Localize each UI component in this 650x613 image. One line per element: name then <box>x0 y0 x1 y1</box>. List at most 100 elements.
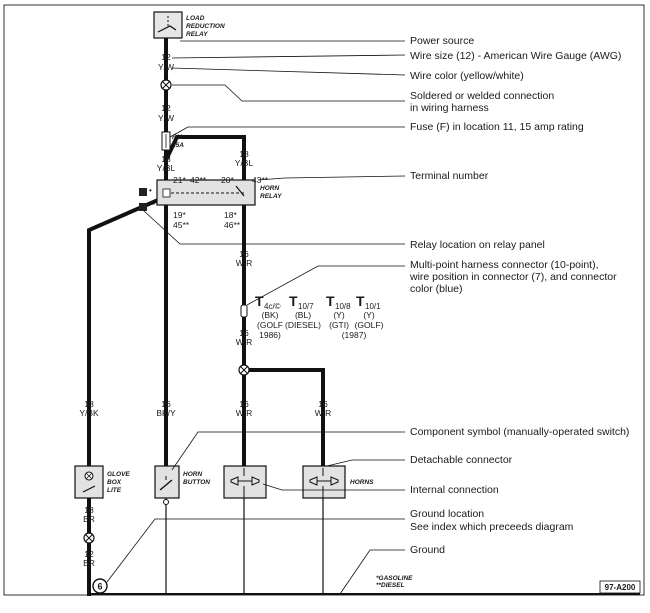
callout-power-source: Power source <box>410 35 474 47</box>
wire-label-size: 18 <box>84 505 94 515</box>
connector-sub: 10/7 <box>298 302 314 311</box>
callout-ground: Ground <box>410 544 445 556</box>
horn-button-label-2: BUTTON <box>183 479 210 486</box>
terminal-42: 42** <box>190 175 207 185</box>
wire-label-size: 16 <box>239 399 249 409</box>
callout-relay-location: Relay location on relay panel <box>410 239 545 251</box>
wire-label-color: W/R <box>315 408 332 418</box>
wire-label-size: 16 <box>239 249 249 259</box>
horn2-wire <box>242 368 325 467</box>
fuse-symbol: F11- 15A <box>161 131 185 151</box>
load-reduction-relay: LOAD REDUCTION RELAY <box>153 11 225 39</box>
wire-label-size: 18 <box>161 154 171 164</box>
legend: *GASOLINE **DIESEL <box>376 575 413 589</box>
splice-symbol <box>160 79 172 91</box>
wire-label-size: 12 <box>84 549 94 559</box>
connector-main: T <box>255 293 264 309</box>
callout-multipoint: color (blue) <box>410 283 463 295</box>
wire-label-color: Y/BL <box>235 158 254 168</box>
callout-internal: Internal connection <box>410 484 499 496</box>
callout-detachable: Detachable connector <box>410 454 513 466</box>
callout-soldered: in wiring harness <box>410 102 489 114</box>
wire-label-size: 12 <box>161 52 171 62</box>
connector-note: (GTI) <box>329 320 349 330</box>
glove-box-label-2: BOX <box>107 479 122 486</box>
horn-relay-label-1: HORN <box>260 185 279 192</box>
connector-color: (BL) <box>295 310 311 320</box>
horn-button: HORN BUTTON <box>154 465 210 505</box>
connector-main: T <box>326 293 335 309</box>
wire-label-size: 18 <box>84 399 94 409</box>
wire-label-color: W/R <box>236 258 253 268</box>
terminal-45: 45** <box>173 220 190 230</box>
connector-t10-7: T 10/7 (BL) (DIESEL) <box>285 293 321 330</box>
connector-t10-1: T 10/1 (Y) (GOLF) <box>355 293 384 330</box>
callout-wire-size: Wire size (12) - American Wire Gauge (AW… <box>410 50 621 62</box>
ground-location-symbol: 6 <box>92 578 108 594</box>
connector-color: (Y) <box>333 310 345 320</box>
connector-sub: 10/1 <box>365 302 381 311</box>
wire-label-size: 18 <box>239 149 249 159</box>
wire-label-color: BK/Y <box>156 408 176 418</box>
wire-label-color: W/R <box>236 408 253 418</box>
connector-main: T <box>356 293 365 309</box>
marker-gasoline: • <box>149 186 152 195</box>
wire-label-color: Y/W <box>158 62 174 72</box>
figure-id-box: 97-A200 <box>599 580 641 594</box>
connector-note: (GOLF <box>257 320 283 330</box>
glove-box-lite: GLOVE BOX LITE <box>74 465 130 499</box>
callout-fuse: Fuse (F) in location 11, 15 amp rating <box>410 121 584 133</box>
wire-label-color: Y/W <box>158 113 174 123</box>
terminal-18: 18* <box>224 210 237 220</box>
wire-label-color: Y/BK <box>79 408 99 418</box>
connector-t4c: T 4c/© (BK) (GOLF 1986) <box>255 293 283 340</box>
connector-table: T 4c/© (BK) (GOLF 1986) T 10/7 (BL) (DIE… <box>255 293 384 340</box>
callout-soldered: Soldered or welded connection <box>410 90 554 102</box>
wire-label-color: Y/BL <box>157 163 176 173</box>
ground-splice <box>83 532 95 544</box>
callout-multipoint: Multi-point harness connector (10-point)… <box>410 259 599 271</box>
wire-label-size: 12 <box>161 103 171 113</box>
connector-note: 1986) <box>259 330 281 340</box>
callout-ground-location: See index which preceeds diagram <box>410 521 574 533</box>
horn-button-label-1: HORN <box>183 471 202 478</box>
relay-location-markers: • ** <box>139 186 155 211</box>
wire-label-color: BR <box>83 558 95 568</box>
relay-label-line-3: RELAY <box>186 31 208 38</box>
ground-point-number: 6 <box>97 582 102 592</box>
connector-note: (DIESEL) <box>285 320 321 330</box>
terminal-19: 19* <box>173 210 186 220</box>
marker-diesel: ** <box>149 201 155 210</box>
horn-relay-label-2: RELAY <box>260 193 282 200</box>
connector-note: (GOLF) <box>355 320 384 330</box>
legend-gasoline: *GASOLINE <box>376 575 413 582</box>
fuse-label-2: 15A <box>172 142 184 149</box>
wire-label-size: 16 <box>318 399 328 409</box>
callout-wire-color: Wire color (yellow/white) <box>410 70 524 82</box>
glove-box-wire <box>87 197 161 468</box>
fuse-to-relay-wire <box>163 135 246 182</box>
callout-multipoint: wire position in connector (7), and conn… <box>409 271 617 283</box>
callout-terminal: Terminal number <box>410 170 489 182</box>
glove-box-label-3: LITE <box>107 487 122 494</box>
connector-color: (BK) <box>262 310 279 320</box>
terminal-46: 46** <box>224 220 241 230</box>
connector-color: (Y) <box>363 310 375 320</box>
terminal-20: 20* <box>221 175 234 185</box>
callouts: Power source Wire size (12) - American W… <box>409 35 629 556</box>
connector-main: T <box>289 293 298 309</box>
horn-2: HORNS <box>302 465 374 499</box>
wire-label-size: 16 <box>161 399 171 409</box>
relay-label-line-2: REDUCTION <box>186 23 225 30</box>
figure-id: 97-A200 <box>605 583 636 592</box>
fuse-label-1: F11- <box>172 134 185 141</box>
connector-year: (1987) <box>342 330 367 340</box>
horn-splice <box>238 364 250 376</box>
connector-sub: 10/8 <box>335 302 351 311</box>
wire-label-size: 16 <box>239 328 249 338</box>
connector-sub: 4c/© <box>264 302 281 311</box>
connector-t10-8: T 10/8 (Y) (GTI) <box>326 293 351 330</box>
horns-label: HORNS <box>350 479 374 486</box>
callout-ground-location: Ground location <box>410 508 484 520</box>
